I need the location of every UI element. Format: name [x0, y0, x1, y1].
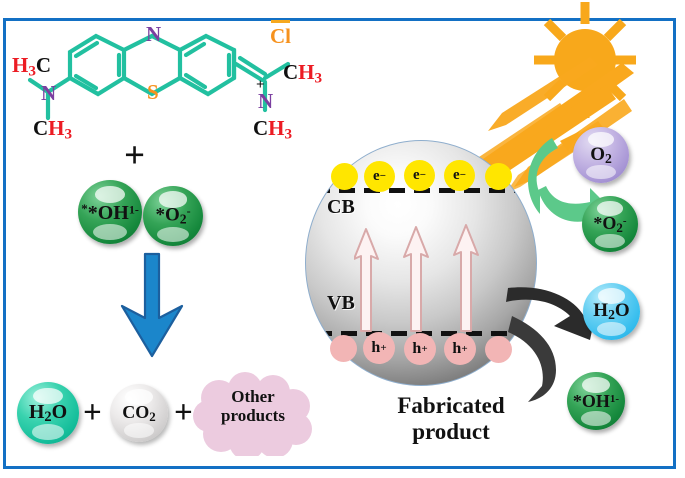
- sphere-oxygen-molecule: O2: [573, 127, 629, 183]
- sphere-hydroxyl-product: *OH1-: [567, 372, 625, 430]
- atom-ch3-right-top: CH3: [283, 60, 323, 87]
- sphere-carbon-dioxide-product: CO2: [110, 384, 168, 442]
- electron-circle: e−: [444, 160, 475, 191]
- conduction-band-label: CB: [327, 196, 355, 218]
- atom-n-right-charge: +: [256, 77, 265, 93]
- methylene-blue-skeleton: [27, 33, 291, 121]
- electron-circle: e−: [364, 161, 395, 192]
- atom-ch3-left-bottom: CH3: [33, 116, 73, 143]
- hole-circle: h+: [404, 333, 436, 365]
- atom-s-ring: S: [147, 80, 159, 104]
- sphere-water-product: H2O: [17, 382, 79, 444]
- electron-circle: [331, 163, 358, 190]
- hole-circle: [330, 335, 357, 362]
- sphere-hydroxyl-radical: **OH1-: [78, 180, 142, 244]
- atom-n-left: N: [41, 81, 57, 105]
- product-plus-1: +: [83, 395, 102, 431]
- product-plus-2: +: [174, 395, 193, 431]
- electron-circle: e−: [404, 160, 435, 191]
- hole-circle: h+: [363, 332, 395, 364]
- atom-n-right: N: [258, 89, 274, 113]
- degradation-arrow: [120, 252, 184, 358]
- other-products-cloud: [193, 372, 312, 456]
- hole-circle: h+: [444, 333, 476, 365]
- atom-n-ring: N: [146, 22, 162, 46]
- excitation-arrows: [354, 224, 479, 332]
- valence-band-label: VB: [327, 292, 355, 314]
- figure-border: [3, 18, 676, 469]
- atom-ch3-right-bottom: CH3: [253, 116, 293, 143]
- atom-chloride: Cl: [270, 20, 291, 47]
- hole-circle: [485, 336, 512, 363]
- sphere-superoxide-product: *O2-: [582, 196, 638, 252]
- atom-h3c-left: H3C: [12, 53, 52, 80]
- water-oxidation-arrow: [506, 287, 598, 402]
- reactant-plus: +: [124, 135, 146, 176]
- sphere-water-molecule: H2O: [583, 283, 640, 340]
- sphere-superoxide-radical: *O2-: [143, 186, 203, 246]
- electron-circle: [485, 163, 512, 190]
